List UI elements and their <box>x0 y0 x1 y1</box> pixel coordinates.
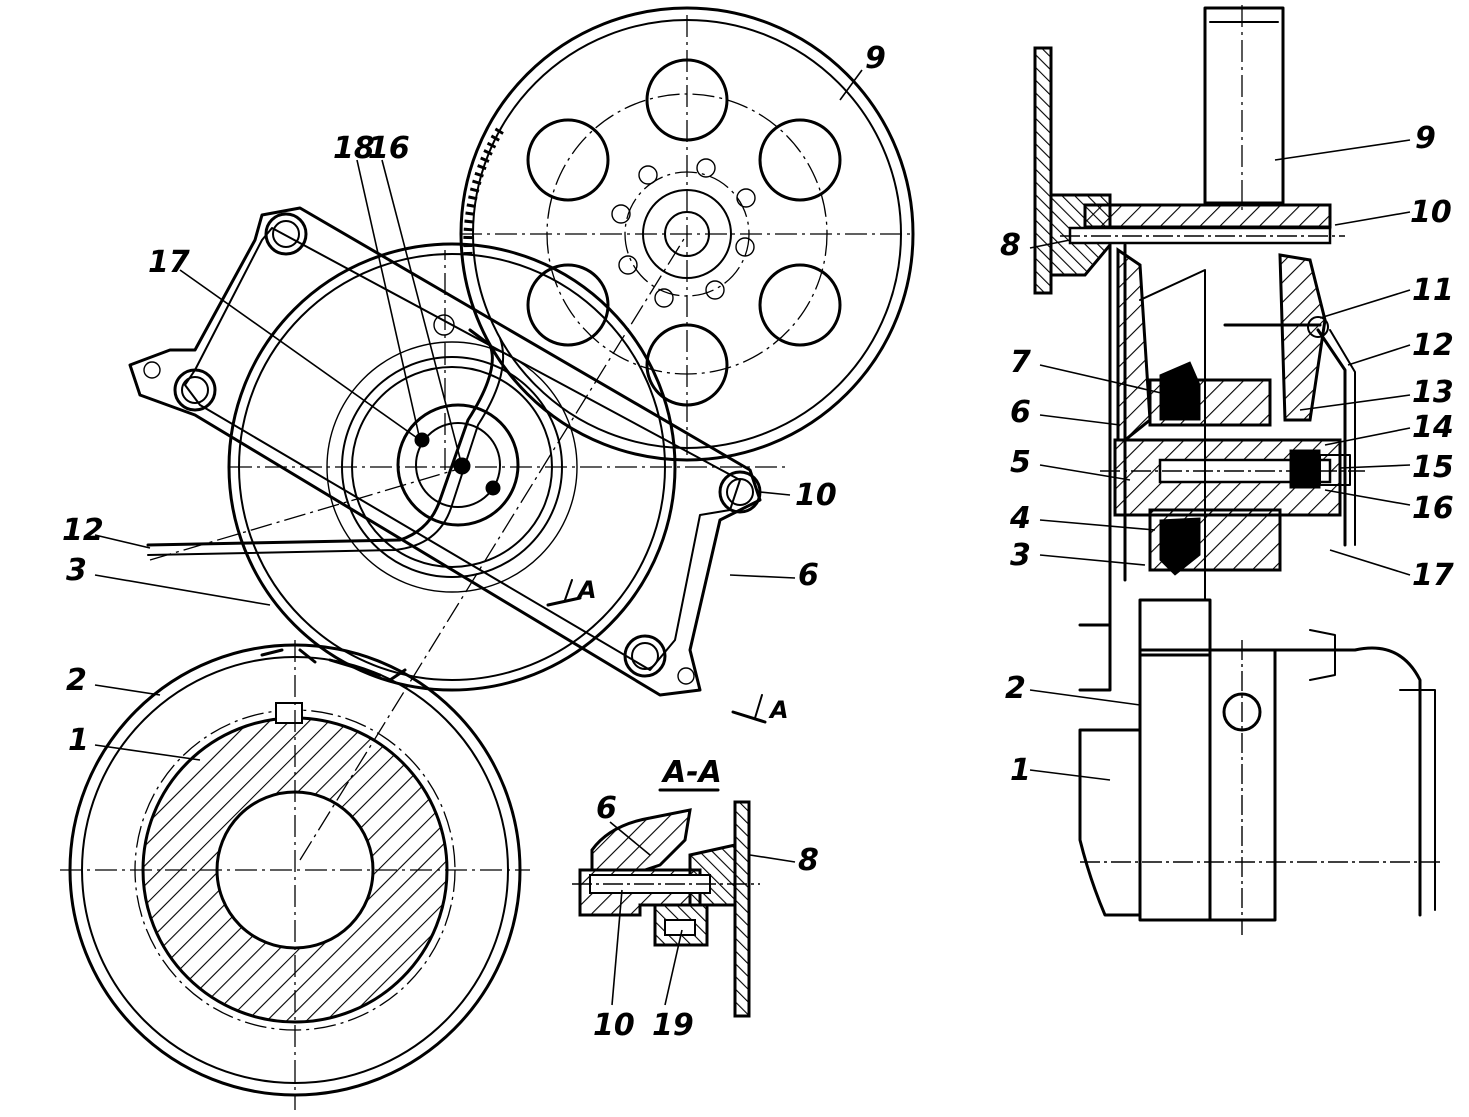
section-label-8: 8 <box>798 843 819 878</box>
lower-wheel <box>60 640 530 1110</box>
side-label-6: 6 <box>1010 395 1031 430</box>
label-6: 6 <box>798 558 819 593</box>
side-label-5: 5 <box>1010 445 1031 480</box>
section-label-6: 6 <box>596 791 617 826</box>
side-label-7: 7 <box>1010 345 1031 380</box>
section-mark-label: A <box>768 696 789 724</box>
label-10: 10 <box>795 478 837 513</box>
side-label-15: 15 <box>1412 450 1454 485</box>
spring <box>146 328 505 556</box>
label-9: 9 <box>865 41 886 76</box>
section-mark-lower: A <box>731 694 789 724</box>
front-view-leaders <box>94 69 863 761</box>
label-2: 2 <box>66 663 87 698</box>
label-18: 18 <box>333 131 375 166</box>
side-label-10: 10 <box>1410 195 1452 230</box>
side-label-12: 12 <box>1412 328 1454 363</box>
side-label-14: 14 <box>1412 410 1454 445</box>
label-3: 3 <box>66 553 87 588</box>
label-1: 1 <box>68 723 89 758</box>
side-label-4: 4 <box>1009 501 1031 536</box>
section-label-10: 10 <box>593 1008 635 1043</box>
side-label-13: 13 <box>1412 375 1454 410</box>
side-view: 9 10 8 11 12 7 13 6 14 5 15 16 4 3 17 2 … <box>1000 5 1454 935</box>
section-label-19: 19 <box>652 1008 694 1043</box>
middle-wheel <box>227 242 790 692</box>
side-label-16: 16 <box>1412 491 1454 526</box>
label-17: 17 <box>148 245 190 280</box>
side-label-8: 8 <box>1000 228 1021 263</box>
section-title: A-A <box>661 755 722 790</box>
side-label-1: 1 <box>1010 753 1031 788</box>
section-mark-label: A <box>576 576 597 604</box>
side-label-3: 3 <box>1010 538 1031 573</box>
label-16: 16 <box>368 131 410 166</box>
side-label-2: 2 <box>1005 671 1026 706</box>
section-a-a: A-A 6 8 10 19 <box>572 755 819 1043</box>
swing-frame <box>128 206 762 697</box>
section-mark-upper: A <box>546 576 597 607</box>
side-label-9: 9 <box>1415 121 1436 156</box>
label-12: 12 <box>62 513 104 548</box>
side-label-11: 11 <box>1412 273 1454 308</box>
side-view-leaders <box>1029 139 1411 781</box>
side-label-17: 17 <box>1412 558 1454 593</box>
upper-wheel <box>459 6 915 462</box>
front-view: A A 1 2 3 12 17 18 16 9 10 6 <box>60 6 915 1110</box>
